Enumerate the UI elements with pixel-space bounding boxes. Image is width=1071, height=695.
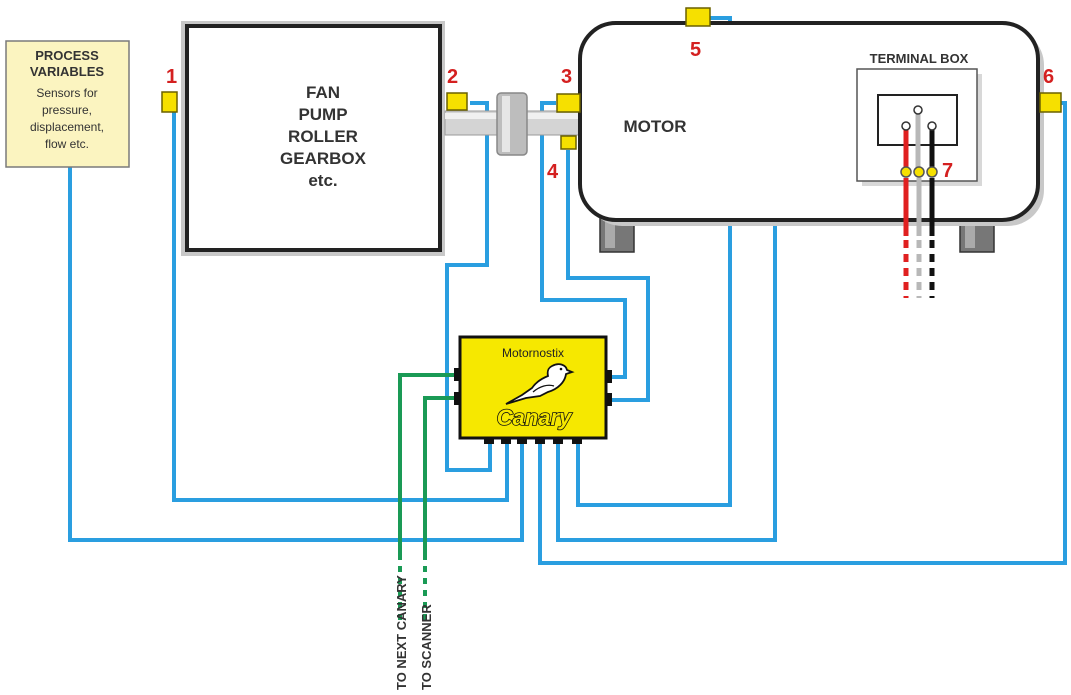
process-desc-2: pressure, (42, 103, 92, 117)
sensor-number-3: 3 (561, 66, 572, 88)
process-variables-box: PROCESS VARIABLES Sensors for pressure, … (5, 40, 130, 168)
sensor-number-5: 5 (690, 39, 701, 61)
process-title-2: VARIABLES (30, 64, 104, 79)
canary-bird-icon (505, 363, 575, 405)
process-desc-3: displacement, (30, 120, 104, 134)
sensor-number-7: 7 (942, 160, 953, 182)
shaft-coupling (444, 92, 586, 156)
wire-sensor-3 (540, 101, 627, 379)
sensor-4 (560, 135, 577, 150)
terminal-box-label: TERMINAL BOX (870, 51, 969, 66)
wire-sensor-4 (566, 150, 650, 402)
driven-line-2: PUMP (298, 105, 347, 124)
label-to-next-canary: TO NEXT CANARY (394, 575, 409, 690)
driven-line-1: FAN (306, 83, 340, 102)
sensor-6 (1039, 92, 1062, 113)
canary-device: Motornostix Canary (454, 335, 612, 444)
sensor-number-6: 6 (1043, 66, 1054, 88)
wire-sensor-2 (445, 101, 492, 472)
driven-machine: FAN PUMP ROLLER GEARBOX etc. (181, 21, 445, 256)
sensor-numbers: 1 2 3 4 5 6 7 (166, 39, 1054, 183)
canary-logo: Canary (497, 405, 573, 430)
sensor-number-4: 4 (547, 161, 559, 183)
sensor-2 (446, 92, 468, 111)
phase-sensor-black (926, 166, 938, 178)
sensor-number-2: 2 (447, 66, 458, 88)
motor-label: MOTOR (624, 117, 687, 136)
cable-next-canary (398, 373, 460, 560)
process-desc-1: Sensors for (36, 86, 97, 100)
driven-line-5: etc. (308, 171, 337, 190)
process-desc-4: flow etc. (45, 137, 89, 151)
wire-sensor-1 (172, 112, 509, 502)
process-title-1: PROCESS (35, 48, 99, 63)
phase-sensor-grey (913, 166, 925, 178)
terminal-box: TERMINAL BOX (856, 51, 982, 186)
sensor-1 (161, 91, 178, 113)
signal-cables (398, 373, 460, 622)
sensor-5 (685, 7, 711, 27)
sensor-3 (556, 93, 581, 113)
wire-sensor-6 (538, 101, 1067, 565)
device-brand: Motornostix (502, 346, 564, 360)
sensor-number-1: 1 (166, 66, 177, 88)
phase-sensor-red (900, 166, 912, 178)
driven-line-4: GEARBOX (280, 149, 367, 168)
output-labels: TO NEXT CANARY TO SCANNER (394, 575, 434, 690)
wire-process-variables (68, 165, 524, 542)
sensors (161, 7, 1062, 150)
driven-line-3: ROLLER (288, 127, 358, 146)
supply-cables (903, 178, 935, 298)
cable-scanner (423, 396, 460, 560)
wire-sensor-5 (576, 16, 732, 507)
sensor-wiring (68, 16, 1067, 565)
label-to-scanner: TO SCANNER (419, 604, 434, 690)
